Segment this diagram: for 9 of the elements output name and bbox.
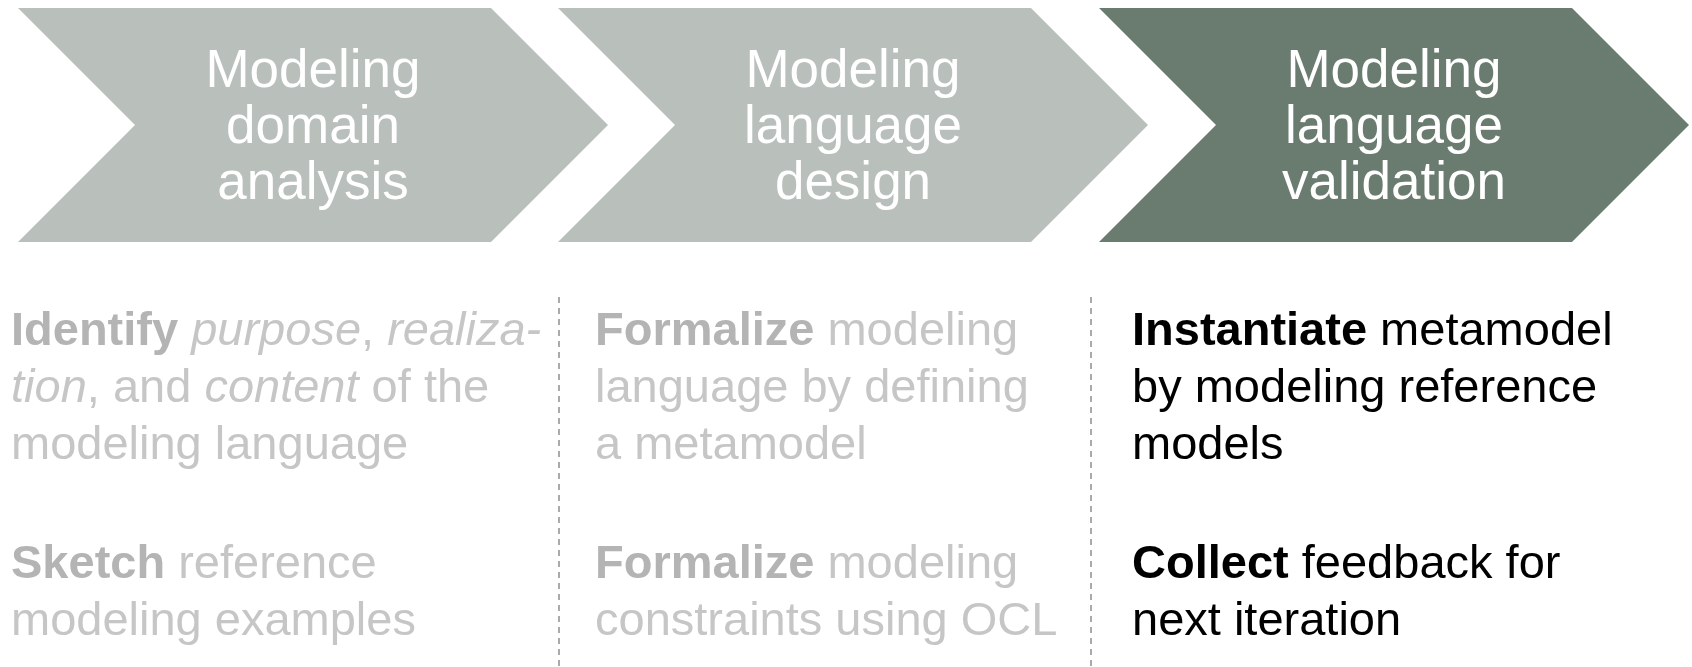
- step-description: Instantiate metamodel by modeling reference models: [1132, 301, 1614, 471]
- step-description: Formalize modeling constraints using OCL: [595, 534, 1059, 647]
- phase-title: Modeling language design: [742, 41, 964, 209]
- phase-title: Modeling language validation: [1281, 41, 1507, 209]
- step-description: Sketch reference modeling examples: [11, 534, 417, 647]
- step-description: Identify purpose, realiza-tion, and content of the modeling language: [11, 301, 543, 471]
- phase-title: Modeling domain analysis: [204, 41, 422, 209]
- step-description: Formalize modeling language by defining a metamodel: [595, 301, 1030, 471]
- step-description: Collect feedback for next iteration: [1132, 534, 1562, 647]
